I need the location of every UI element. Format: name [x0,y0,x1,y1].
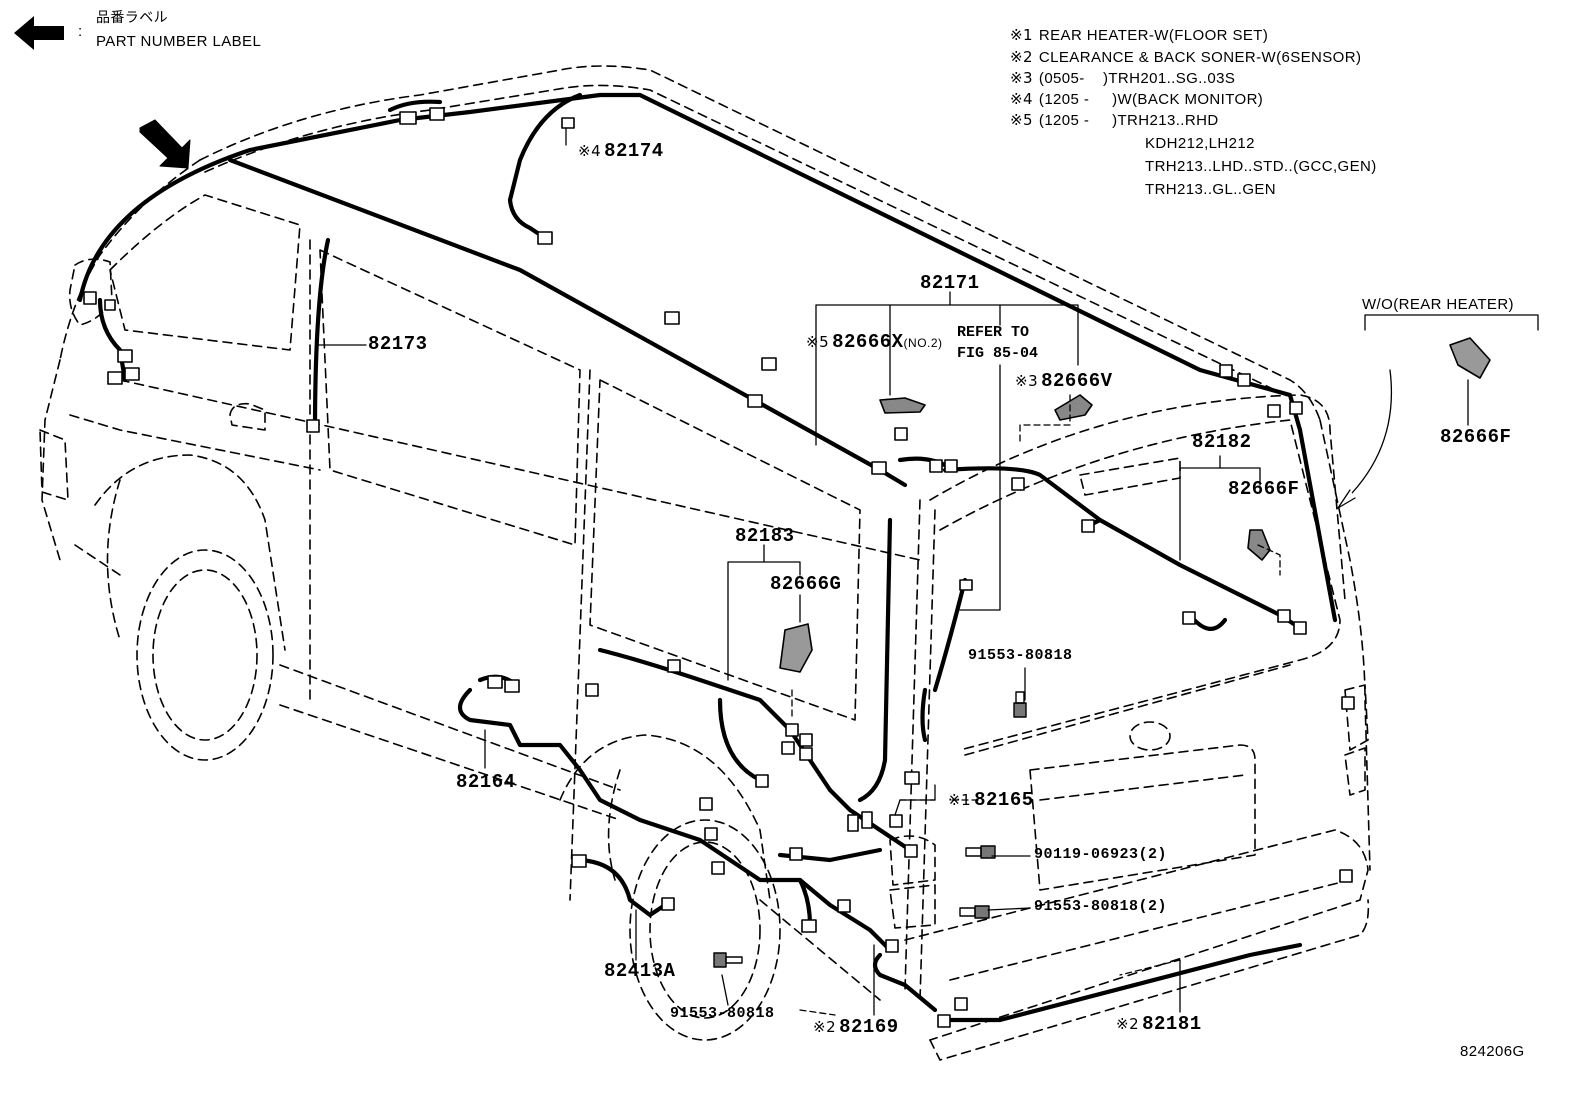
legend-colon: : [78,23,83,40]
note-5-line-4: TRH213..GL..GEN [1145,181,1277,198]
part-82666F: 82666F [1228,478,1300,500]
part-90119-06923: 90119-06923(2) [1034,846,1168,863]
wire-harnesses [77,92,1338,1023]
part-82666F-inset: 82666F [1440,426,1512,448]
bracket-parts [779,337,1491,673]
legend-label-en: PART NUMBER LABEL [96,33,262,50]
arrow-left-icon [14,16,64,50]
note-4: ※4(1205 - )W(BACK MONITOR) [1010,90,1264,108]
leader-lines [317,127,1539,1016]
part-82171: 82171 [920,272,980,294]
part-label-pointer-icon [139,119,191,169]
part-82173: 82173 [368,333,428,355]
part-82183: 82183 [735,525,795,547]
note-5-line-3: TRH213..LHD..STD..(GCC,GEN) [1145,158,1377,175]
bolt-icons [713,691,1027,968]
part-82182: 82182 [1192,431,1252,453]
van-body-outline [39,65,1371,1061]
inset-title: W/O(REAR HEATER) [1362,296,1514,313]
note-3: ※3(0505- )TRH201..SG..03S [1010,69,1236,87]
part-91553-80818-b: 91553-80818(2) [1034,898,1168,915]
connectors [83,107,1355,1028]
note-5-line-2: KDH212,LH212 [1145,135,1255,152]
part-91553-80818-a: 91553-80818 [968,647,1073,664]
figure-id: 824206G [1460,1043,1525,1060]
part-82413A: 82413A [604,960,676,982]
part-91553-80818-c: 91553-80818 [670,1005,775,1022]
note-5: ※5(1205 - )TRH213..RHD [1010,111,1219,129]
part-82164: 82164 [456,771,516,793]
refer-to-line-1: REFER TO [957,324,1030,341]
refer-to-line-2: FIG 85-04 [957,345,1039,362]
legend-label-jp: 品番ラベル [96,10,168,26]
part-82666G: 82666G [770,573,842,595]
